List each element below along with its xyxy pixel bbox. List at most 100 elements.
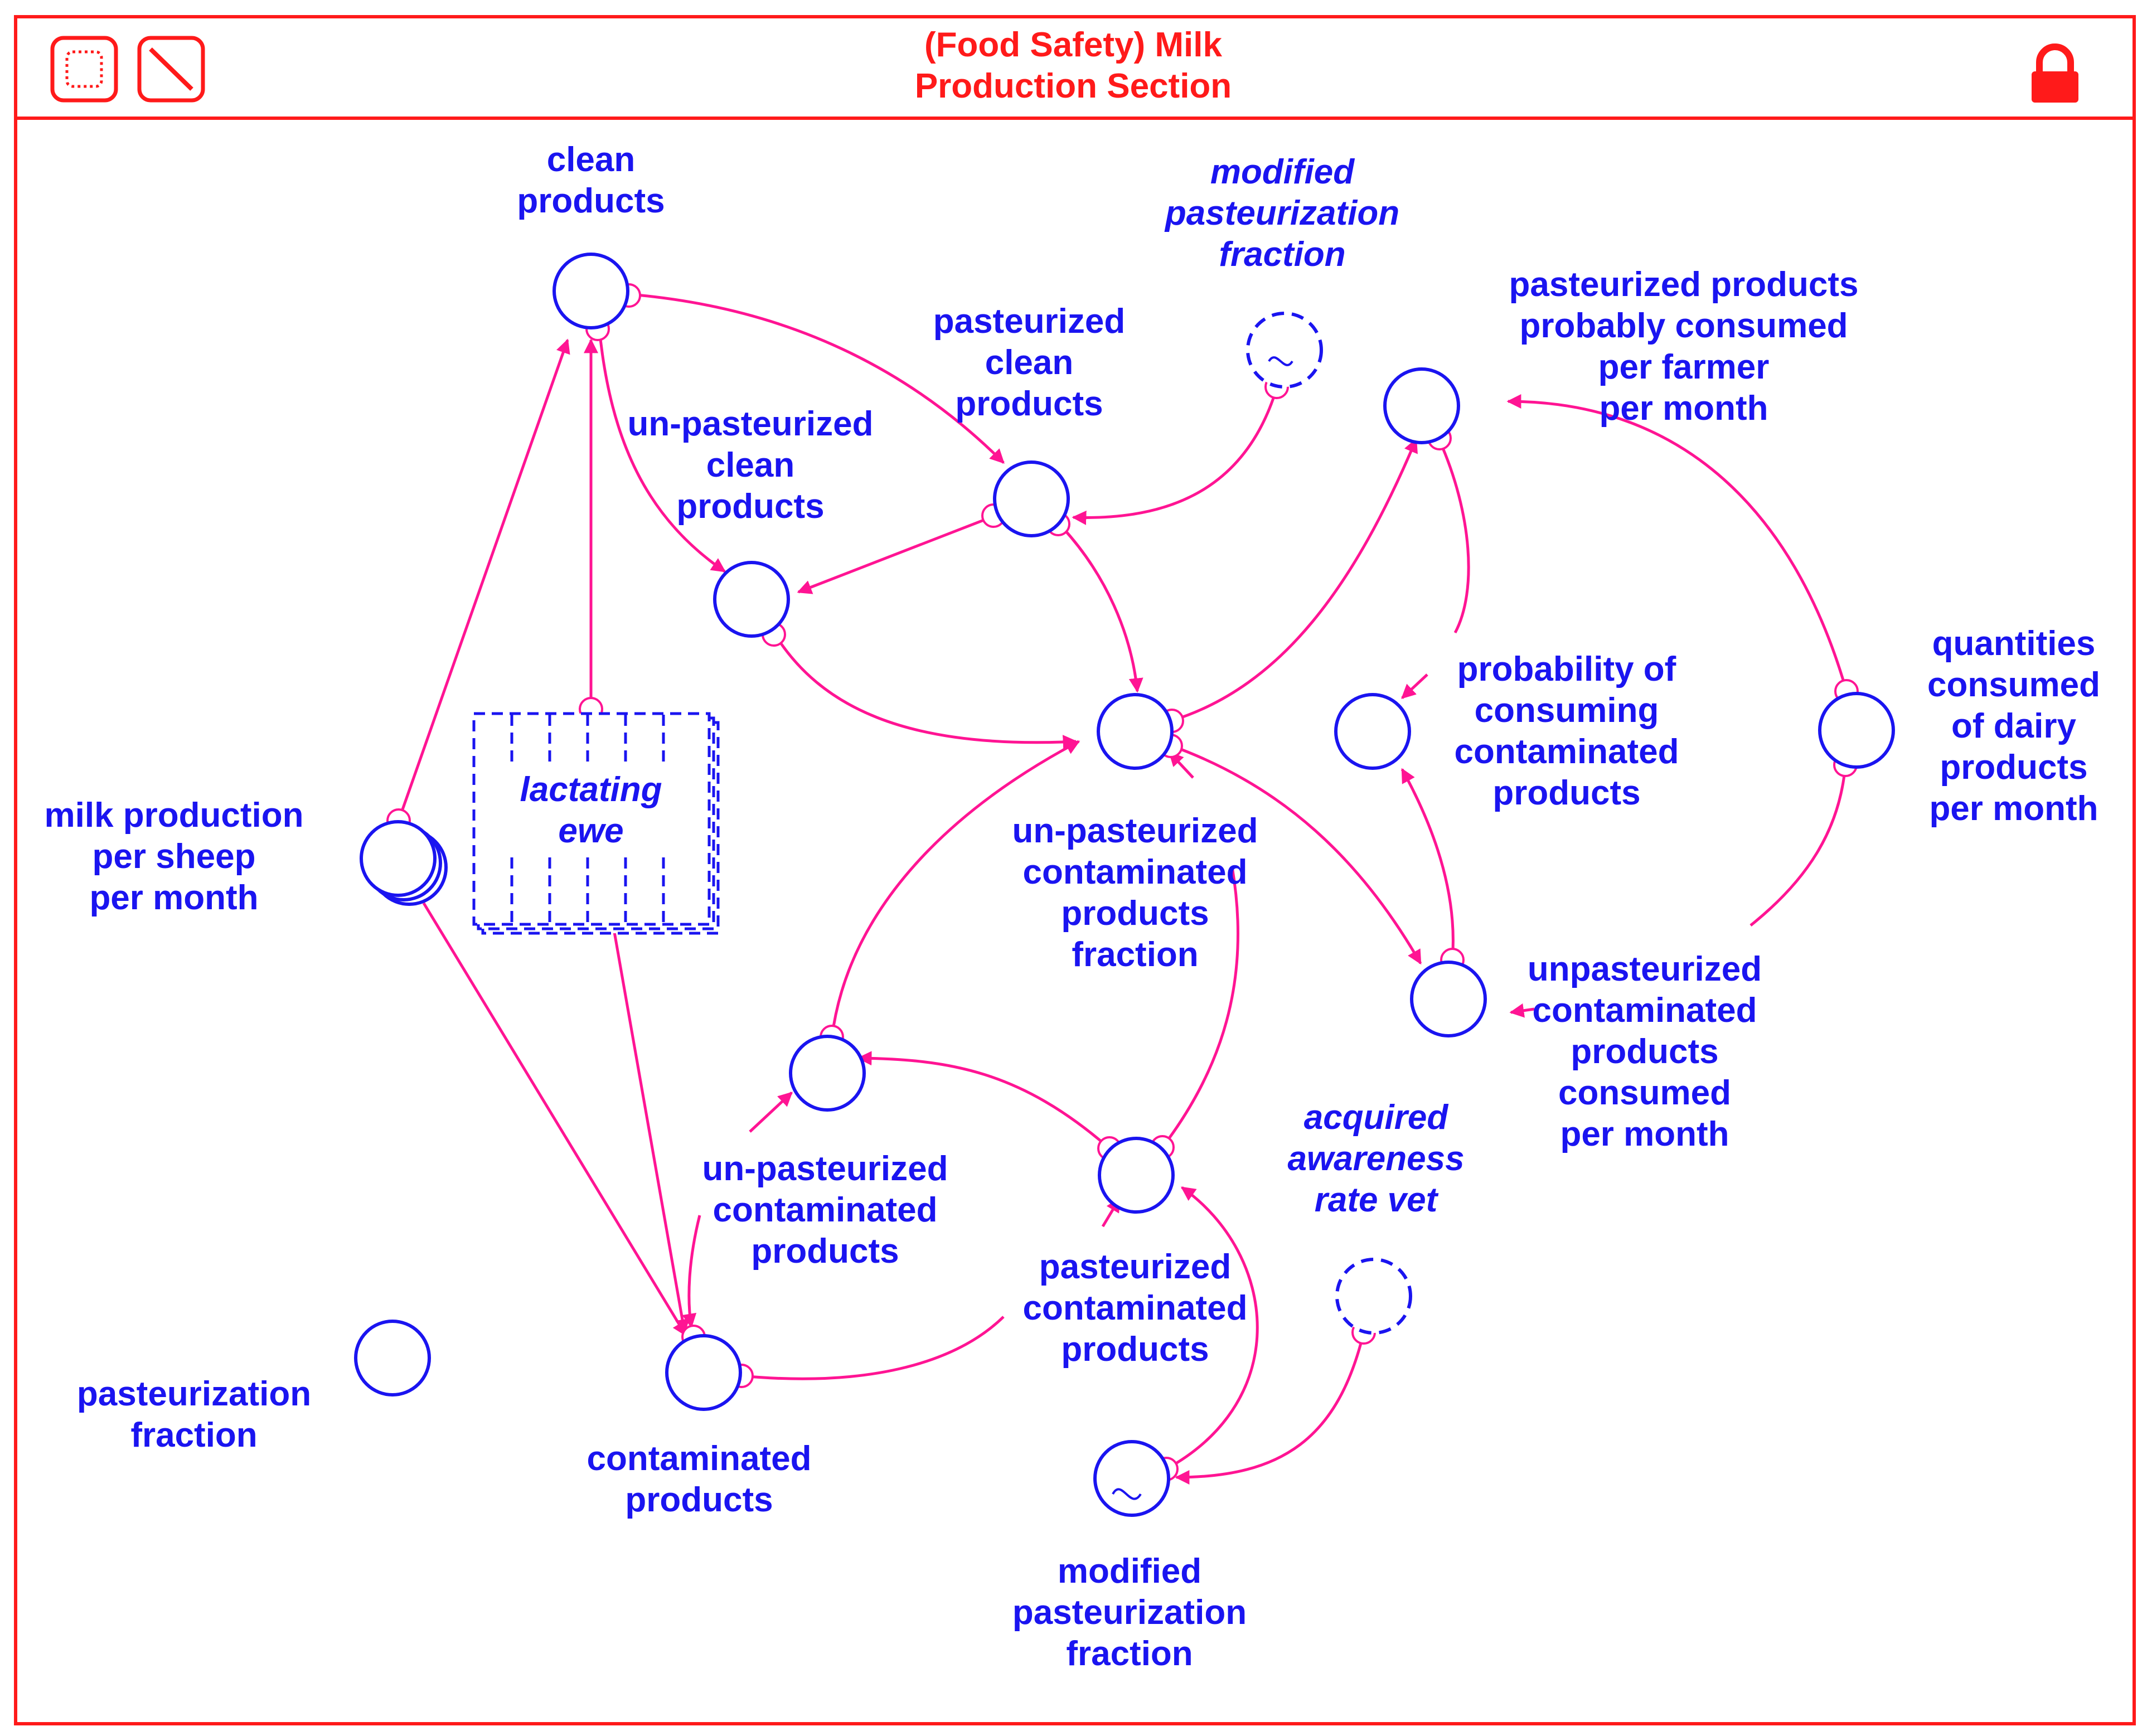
link-contaminated-to-pasteurized-contaminated[interactable]: [741, 1316, 1005, 1380]
label-line: per month: [89, 879, 259, 917]
label-line: products: [955, 385, 1103, 423]
link-pasteurized-consumed-to-probability-tip[interactable]: [1401, 673, 1428, 699]
label-uc-products: un-pasteurized contaminated products: [702, 1148, 948, 1272]
node-unpasteurized-clean-products[interactable]: [713, 561, 790, 638]
label-line: modified: [1057, 1552, 1202, 1590]
link-pasteurized-clean-to-unpasteurized-clean[interactable]: [797, 514, 996, 594]
label-modified-pasteurization-fraction-ghost: modified pasteurization fraction: [1165, 152, 1399, 275]
label-line: awareness: [1287, 1139, 1465, 1178]
lock-icon[interactable]: [2032, 43, 2078, 103]
link-uc-products-to-uc-fraction[interactable]: [830, 740, 1080, 1039]
label-uc-consumed: unpasteurized contaminated products cons…: [1528, 949, 1762, 1155]
node-probability-consuming-contaminated[interactable]: [1334, 693, 1411, 770]
link-quantities-to-uc-consumed-tip[interactable]: [1509, 1003, 1535, 1018]
label-line: products: [1940, 748, 2088, 787]
label-line: modified: [1210, 153, 1355, 191]
label-line: products: [751, 1232, 899, 1271]
label-line: pasteurization: [1165, 194, 1400, 232]
node-uc-fraction[interactable]: [1097, 693, 1174, 770]
node-lactating-ewe[interactable]: [472, 712, 720, 935]
label-line: per month: [1929, 789, 2098, 828]
window-frame: [14, 15, 2136, 1725]
link-modfrac-ghost-to-pasteurized-clean[interactable]: [1072, 387, 1278, 525]
label-line: fraction: [1072, 935, 1199, 974]
label-line: lactating: [520, 770, 662, 809]
label-lactating-ewe: lactating ewe: [520, 769, 662, 852]
node-modified-pasteurization-fraction-ghost[interactable]: [1246, 312, 1323, 389]
label-line: acquired: [1303, 1098, 1448, 1137]
label-line: pasteurized products: [1509, 265, 1859, 304]
label-line: products: [1061, 894, 1209, 933]
node-contaminated-products[interactable]: [665, 1334, 742, 1411]
label-line: quantities: [1932, 624, 2096, 663]
label-line: probability of: [1457, 650, 1676, 688]
link-pasteurized-clean-to-uc-fraction[interactable]: [1058, 523, 1143, 693]
node-modified-pasteurization-fraction[interactable]: [1093, 1440, 1170, 1517]
link-modfrac-to-pasteurized-contaminated[interactable]: [1165, 1186, 1259, 1471]
link-pasteurized-contaminated-to-uc-fraction[interactable]: [1161, 866, 1240, 1148]
label-line: fraction: [1066, 1635, 1193, 1673]
dotted-square-icon: [65, 50, 103, 88]
label-line: contaminated: [587, 1439, 812, 1478]
label-line: products: [1061, 1330, 1209, 1369]
link-milk-to-clean[interactable]: [397, 338, 570, 821]
label-line: pasteurized: [1039, 1248, 1232, 1286]
link-clean-to-pasteurized-clean[interactable]: [629, 293, 1005, 464]
label-pasteurized-clean-products: pasteurized clean products: [933, 301, 1126, 425]
label-line: fraction: [1219, 235, 1346, 274]
slash-frame-button[interactable]: [137, 36, 205, 103]
label-line: unpasteurized: [1527, 950, 1762, 988]
link-uc-fraction-to-uc-consumed[interactable]: [1171, 744, 1422, 965]
link-uc-consumed-to-probability[interactable]: [1400, 768, 1455, 961]
label-line: rate vet: [1314, 1181, 1438, 1219]
link-quantities-to-pasteurized-consumed[interactable]: [1506, 394, 1848, 692]
node-uc-consumed[interactable]: [1410, 961, 1487, 1037]
label-line: of dairy: [1951, 707, 2076, 745]
causal-links: [397, 293, 1848, 1485]
link-uc-products-label-to-contaminated[interactable]: [682, 1215, 701, 1328]
label-line: per month: [1560, 1115, 1729, 1153]
link-unpasteurized-clean-to-uc-fraction[interactable]: [773, 633, 1078, 750]
label-line: pasteurized: [933, 302, 1126, 341]
node-clean-products[interactable]: [552, 253, 629, 329]
link-quantities-to-uc-consumed[interactable]: [1749, 764, 1847, 927]
label-line: contaminated: [713, 1191, 938, 1229]
node-uc-products[interactable]: [789, 1035, 866, 1112]
label-line: contaminated: [1022, 1289, 1248, 1327]
node-pasteurization-fraction[interactable]: [354, 1320, 431, 1396]
ghost-wave-icon: [1268, 356, 1293, 366]
link-pasteurized-consumed-to-probability[interactable]: [1438, 439, 1470, 634]
node-acquired-awareness-rate-vet[interactable]: [1335, 1258, 1412, 1335]
link-awareness-to-modfrac[interactable]: [1175, 1332, 1365, 1485]
label-line: products: [625, 1481, 773, 1519]
label-modified-pasteurization-fraction: modified pasteurization fraction: [1012, 1551, 1247, 1675]
label-line: clean: [985, 343, 1074, 382]
node-pasteurized-contaminated-products[interactable]: [1098, 1137, 1175, 1214]
label-line: fraction: [130, 1416, 258, 1454]
node-milk-production-per-sheep[interactable]: [360, 820, 448, 906]
link-milk-to-contaminated[interactable]: [422, 902, 687, 1337]
label-pasteurization-fraction: pasteurization fraction: [77, 1374, 311, 1456]
link-uc-fraction-to-pasteurized-consumed[interactable]: [1172, 438, 1418, 722]
link-clean-to-unpasteurized-clean[interactable]: [598, 328, 726, 573]
node-pasteurized-clean-products[interactable]: [993, 460, 1070, 537]
label-acquired-awareness-rate-vet: acquired awareness rate vet: [1287, 1097, 1464, 1221]
nodes: [354, 253, 1895, 1517]
label-line: consuming: [1474, 691, 1659, 730]
label-line: consumed: [1558, 1074, 1732, 1112]
window-title: (Food Safety) Milk Production Section: [915, 25, 1232, 107]
title-line: (Food Safety) Milk: [924, 26, 1222, 64]
dotted-frame-button[interactable]: [50, 36, 118, 103]
link-pasteurized-contaminated-to-uc-products[interactable]: [857, 1051, 1111, 1150]
link-uc-products-label-to-uc-products[interactable]: [749, 1092, 793, 1133]
node-quantities-consumed-dairy[interactable]: [1818, 692, 1895, 769]
link-ewe-to-contaminated[interactable]: [609, 913, 690, 1334]
label-contaminated-products: contaminated products: [587, 1438, 811, 1521]
label-line: pasteurization: [76, 1375, 312, 1413]
label-line: clean: [546, 140, 636, 179]
title-line: Production Section: [914, 67, 1232, 105]
label-line: products: [676, 487, 825, 526]
label-line: products: [1492, 774, 1641, 812]
node-pasteurized-products-probably-consumed[interactable]: [1383, 367, 1460, 444]
label-quantities-consumed-dairy: quantities consumed of dairy products pe…: [1927, 623, 2100, 830]
